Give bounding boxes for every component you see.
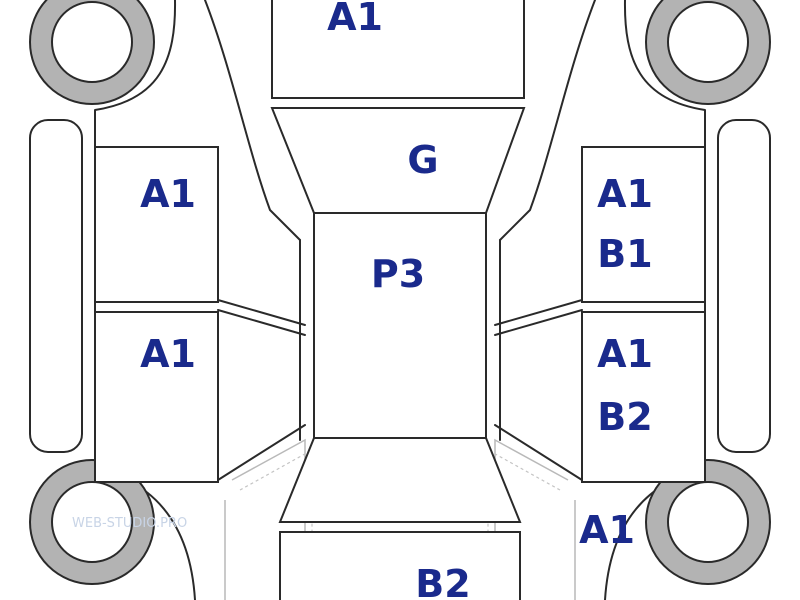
right-rear-door-panel: [581, 311, 706, 483]
left-rear-door-panel: [94, 311, 219, 483]
rim-front-left: [51, 1, 133, 83]
rim-rear-right: [667, 481, 749, 563]
right-rear-fender-label: A1: [579, 508, 635, 552]
right-rear-door-label-2: B2: [597, 395, 652, 439]
left-front-door-panel: [94, 146, 219, 303]
trunk-label: B2: [415, 562, 470, 600]
left-side-skirt: [29, 119, 83, 453]
watermark: WEB-STUDIO.PRO: [72, 516, 187, 531]
rim-front-right: [667, 1, 749, 83]
right-rear-door-label-1: A1: [597, 332, 653, 376]
roof-label: P3: [371, 252, 425, 296]
right-front-door-label-2: B1: [597, 232, 652, 276]
panel-labels: A1 G P3 A1 A1 A1 B1 A1 B2 A1 B2: [140, 0, 653, 600]
left-rear-door-label: A1: [140, 332, 196, 376]
right-front-door-panel: [581, 146, 706, 303]
right-front-door-label-1: A1: [597, 172, 653, 216]
roof-panel: [313, 212, 487, 439]
windshield-panel: [270, 107, 526, 214]
wheel-front-right: [645, 0, 771, 105]
wheel-rear-right: [645, 459, 771, 585]
left-front-door-label: A1: [140, 172, 196, 216]
windshield-label: G: [407, 138, 438, 182]
rim-rear-left: [51, 481, 133, 563]
hood-label: A1: [327, 0, 383, 39]
hood-panel: [271, 0, 525, 99]
wheel-rear-left: [29, 459, 155, 585]
trunk-panel: [279, 531, 521, 600]
rear-window-panel: [278, 437, 522, 523]
right-side-skirt: [717, 119, 771, 453]
wheel-front-left: [29, 0, 155, 105]
